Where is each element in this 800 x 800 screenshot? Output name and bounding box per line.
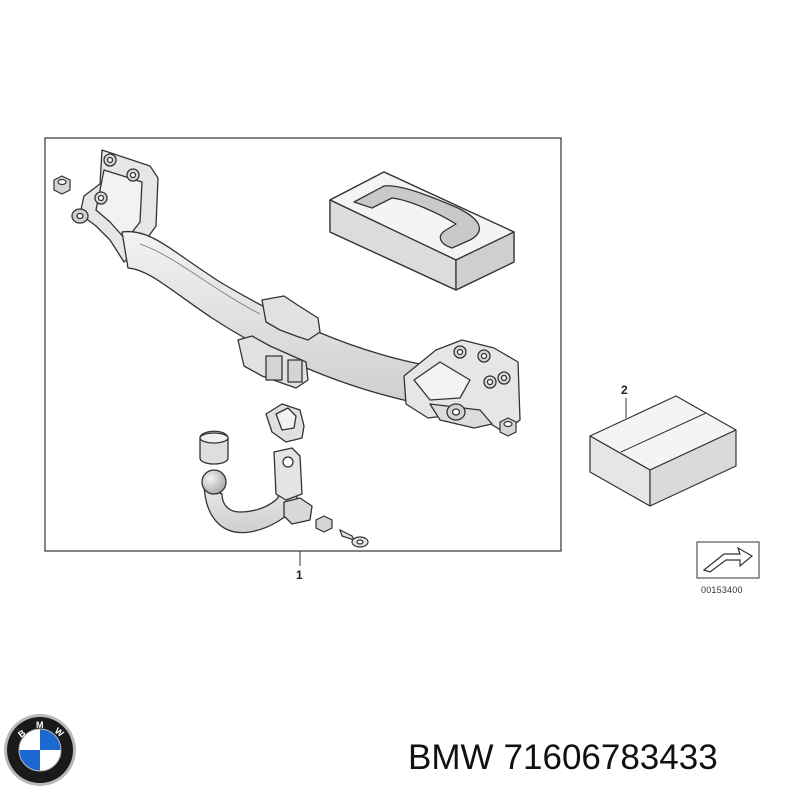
locking-bolt [315, 515, 333, 533]
nut-top-left [53, 175, 71, 195]
key [338, 528, 369, 548]
center-mount-block [237, 295, 321, 389]
part-number: 71606783433 [503, 738, 718, 777]
right-mounting-bracket [403, 339, 521, 433]
reference-symbol [696, 541, 760, 579]
svg-text:M: M [36, 720, 44, 730]
svg-text:B: B [16, 727, 28, 739]
ball-cover-cap [199, 430, 229, 465]
clamp-piece [265, 403, 305, 443]
part-1-frame [44, 137, 562, 552]
brand-name: BMW [408, 738, 494, 777]
nut-right [499, 417, 517, 437]
part-2-box [589, 395, 737, 507]
foam-insert [329, 171, 515, 291]
reference-code: 00153400 [701, 585, 743, 595]
callout-1: 1 [296, 568, 303, 582]
bmw-logo: B M W [4, 714, 76, 786]
callout-2: 2 [621, 383, 628, 397]
tow-ball-neck [201, 447, 313, 534]
